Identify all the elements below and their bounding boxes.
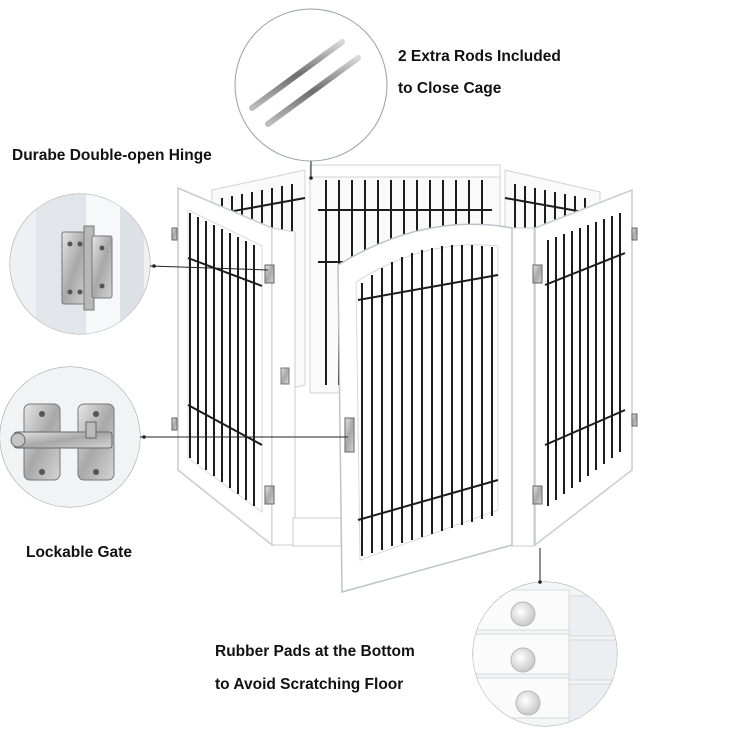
hinge-label: Durabe Double-open Hinge [12,147,212,164]
hinge-hardware [171,227,638,505]
panel-left-connector [271,227,342,547]
pads-label-line2: to Avoid Scratching Floor [215,676,404,693]
panel-front-left [177,186,273,547]
gate-label: Lockable Gate [26,544,132,561]
rods-label-line1: 2 Extra Rods Included [398,48,561,65]
hinge-callout [9,193,269,335]
panel-front-right [534,188,633,547]
latch-callout [0,366,348,508]
rods-label-line2: to Close Cage [398,80,502,97]
pet-gate-pen [171,164,638,593]
gate-door [337,223,513,593]
rods-callout [234,8,388,180]
pads-label-line1: Rubber Pads at the Bottom [215,643,415,660]
pads-callout [472,548,618,727]
panel-right-connector [511,227,535,547]
